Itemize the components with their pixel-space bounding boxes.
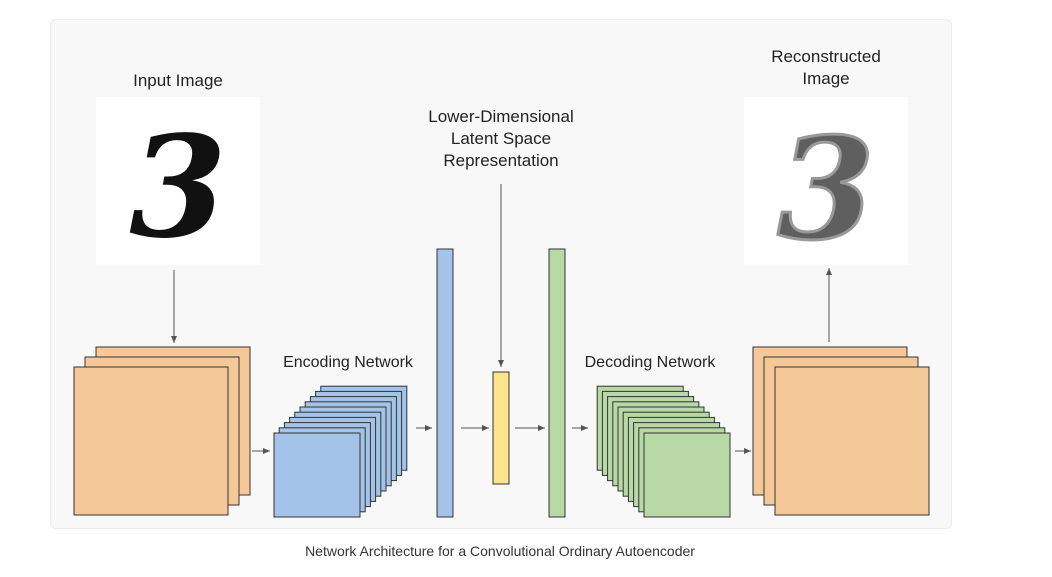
figure-caption: Network Architecture for a Convolutional… — [305, 543, 695, 559]
latent-label-line3: Representation — [443, 151, 559, 170]
output-block-stack — [752, 346, 930, 516]
reconstructed-image-tile — [744, 97, 908, 265]
encoding-network-label: Encoding Network — [283, 354, 413, 371]
arrows — [171, 184, 832, 454]
reconstructed-label-line2: Image — [802, 69, 850, 88]
output-digit-group: 3 — [776, 107, 876, 274]
input-image-tile — [96, 97, 260, 265]
decoding-network-label: Decoding Network — [584, 354, 716, 371]
input-block-stack — [73, 346, 251, 516]
input-digit: 3 — [129, 106, 226, 270]
reconstructed-image-label: Reconstructed Image — [744, 46, 908, 90]
decoder-feature-map-10 — [643, 432, 731, 518]
reconstructed-label-line1: Reconstructed — [771, 47, 881, 66]
decoder-conv-stack — [596, 385, 731, 518]
latent-space-label: Lower-Dimensional Latent Space Represent… — [390, 106, 612, 172]
input-image-label: Input Image — [133, 71, 223, 90]
latent-label-line1: Lower-Dimensional — [428, 107, 574, 126]
output-digit-shadow: 3 — [777, 108, 874, 272]
latent-label-line2: Latent Space — [450, 129, 552, 148]
encoder-feature-map-10 — [273, 432, 361, 518]
encoder-dense-layer — [436, 248, 454, 518]
encoder-conv-stack — [273, 385, 408, 518]
latent-layer — [492, 371, 510, 485]
decoder-dense-layer — [548, 248, 566, 518]
